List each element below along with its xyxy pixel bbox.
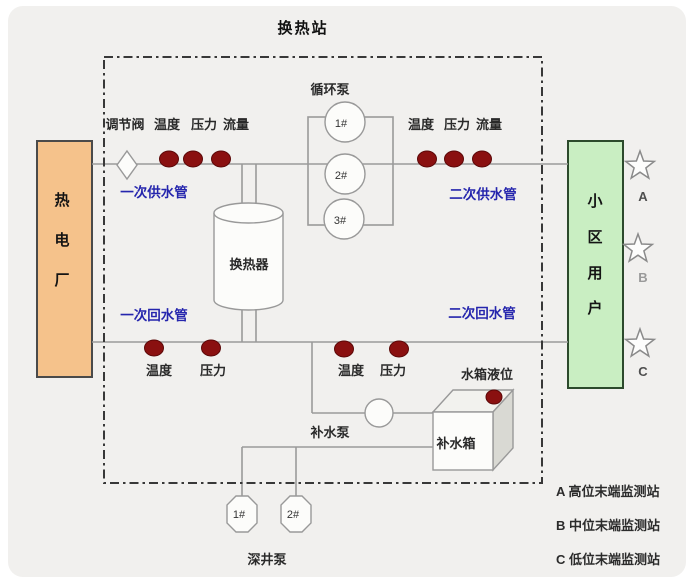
label-supply-primary-pipe: 一次供水管 [120, 184, 188, 200]
label-tank-level: 水箱液位 [461, 367, 513, 382]
marker-c: C [638, 364, 648, 379]
regulating-valve-icon [116, 149, 138, 181]
thermal-plant-box [36, 140, 93, 378]
label-deep-well-pump-1: 1# [233, 509, 246, 521]
label-return-primary-pipe: 一次回水管 [120, 307, 188, 323]
sensor-dot-supply-right-temperature [417, 150, 437, 168]
label-circulation-pump-2: 2# [335, 170, 348, 182]
users-char-1: 小 [587, 193, 602, 210]
makeup-tank [431, 388, 515, 472]
makeup-pump-circle [364, 398, 394, 428]
users-char-4: 户 [587, 299, 602, 317]
marker-a: A [638, 189, 648, 204]
sensor-dot-return-right-pressure [389, 340, 409, 358]
label-makeup-pump: 补水泵 [309, 425, 349, 440]
label-regulating-valve: 调节阀 [105, 117, 144, 132]
district-users-box [567, 140, 624, 389]
sensor-dot-supply-right-flow [472, 150, 492, 168]
label-supply-left-flow: 流量 [223, 117, 249, 132]
plant-char-2: 电 [54, 231, 69, 249]
sensor-dot-return-right-temperature [334, 340, 354, 358]
label-circulation-pump-3: 3# [334, 215, 347, 227]
station-boundary [103, 56, 543, 484]
label-makeup-tank: 补水箱 [435, 436, 475, 451]
heat-exchanger-top [213, 202, 284, 224]
label-supply-right-flow: 流量 [476, 117, 502, 132]
sensor-dot-supply-left-flow [211, 150, 231, 168]
legend-line-c: C 低位末端监测站 [556, 552, 660, 567]
sensor-dot-supply-left-temperature [159, 150, 179, 168]
label-supply-left-pressure: 压力 [191, 117, 217, 132]
marker-b: B [638, 270, 647, 285]
label-return-left-temperature: 温度 [146, 363, 173, 378]
heat-exchanger [213, 202, 284, 311]
circulation-pump-1 [324, 101, 366, 143]
label-return-right-pressure: 压力 [380, 363, 406, 378]
plant-char-1: 热 [54, 191, 69, 209]
legend-line-a: A 高位末端监测站 [556, 484, 660, 499]
label-heat-exchanger: 换热器 [229, 257, 269, 272]
legend-line-b: B 中位末端监测站 [556, 518, 660, 533]
sensor-dot-return-left-temperature [144, 339, 164, 357]
label-supply-secondary-pipe: 二次供水管 [449, 186, 517, 202]
deep-well-pump-2 [280, 495, 312, 533]
makeup-tank-front [432, 411, 494, 471]
label-deep-well-pump-2: 2# [287, 509, 300, 521]
circulation-pump-2 [324, 153, 366, 195]
circulation-pump-3 [323, 198, 365, 240]
label-supply-right-pressure: 压力 [444, 117, 470, 132]
sensor-dot-tank-level [485, 389, 503, 405]
label-return-right-temperature: 温度 [338, 363, 365, 378]
sensor-dot-supply-left-pressure [183, 150, 203, 168]
heat-exchanger-body [213, 213, 284, 311]
label-circulation-pump-group: 循环泵 [310, 82, 349, 97]
panel-background [8, 6, 686, 577]
plant-char-3: 厂 [54, 272, 69, 289]
label-supply-left-temperature: 温度 [154, 117, 181, 132]
label-supply-right-temperature: 温度 [408, 117, 435, 132]
label-circulation-pump-1: 1# [335, 118, 348, 130]
station-title: 换热站 [277, 19, 328, 37]
label-deep-well-group: 深井泵 [247, 552, 286, 567]
label-return-secondary-pipe: 二次回水管 [448, 305, 516, 321]
deep-well-pump-1 [226, 495, 258, 533]
users-char-2: 区 [587, 229, 602, 246]
users-char-3: 用 [587, 265, 602, 282]
label-return-left-pressure: 压力 [200, 363, 226, 378]
sensor-dot-return-left-pressure [201, 339, 221, 357]
sensor-dot-supply-right-pressure [444, 150, 464, 168]
